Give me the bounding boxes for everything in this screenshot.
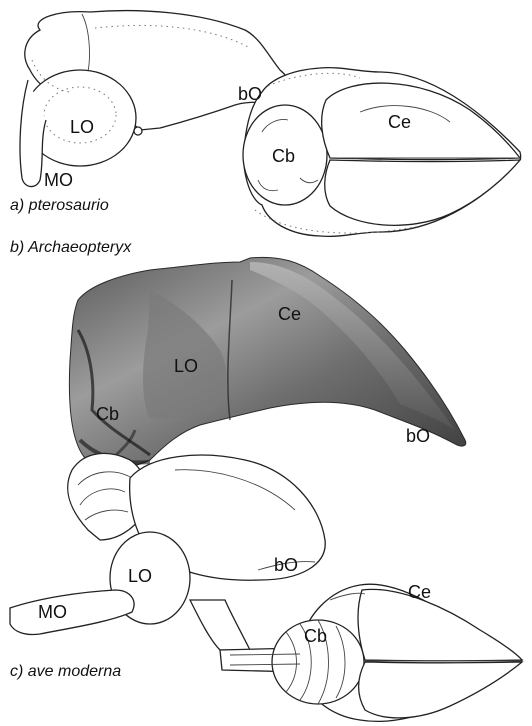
label-a-mo: MO (44, 170, 73, 190)
caption-a: a) pterosaurio (10, 197, 109, 214)
label-b-cb: Cb (96, 404, 119, 424)
caption-b: b) Archaeopteryx (10, 239, 132, 256)
label-c-ce: Ce (408, 582, 431, 602)
label-a-cb: Cb (272, 146, 295, 166)
modern-bird-brain-drawing (10, 453, 522, 721)
label-a-bo: bO (238, 84, 262, 104)
label-b-lo: LO (174, 356, 198, 376)
label-c-cb: Cb (304, 626, 327, 646)
label-a-lo: LO (70, 117, 94, 137)
label-b-ce: Ce (278, 304, 301, 324)
label-c-lo: LO (128, 566, 152, 586)
caption-c: c) ave moderna (10, 663, 121, 680)
label-c-mo: MO (38, 602, 67, 622)
label-b-bo: bO (406, 426, 430, 446)
label-c-bo: bO (274, 555, 298, 575)
label-a-ce: Ce (388, 112, 411, 132)
